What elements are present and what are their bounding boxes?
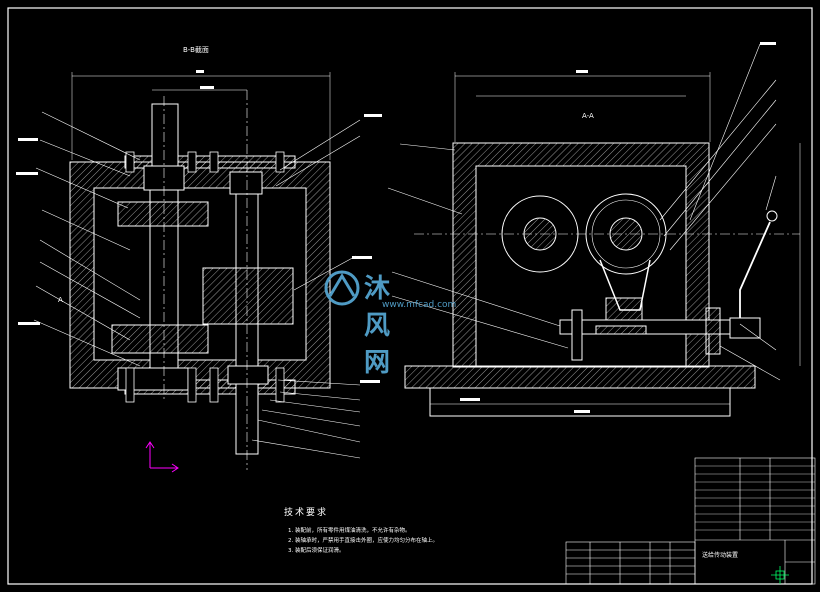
handle-knob [766, 210, 778, 222]
input-shaft-top [151, 103, 179, 167]
left-section-view [69, 70, 331, 470]
gear-right [202, 267, 294, 325]
title-block-rows [695, 465, 815, 531]
drawing-border [7, 7, 813, 585]
watermark-url: www.mfcad.com [382, 300, 457, 310]
gear-upper-left [117, 201, 209, 227]
handle-lever [739, 221, 771, 318]
watermark-text: 沐风网 [364, 274, 393, 378]
tech-requirement-3: 3. 装配后须保证润滑。 [288, 548, 345, 554]
gear-lower-left [111, 324, 209, 354]
section-mark-a: A [58, 296, 63, 304]
tech-requirement-2: 2. 装轴承时，严禁用手直接击外圈，应使力均匀分布在轴上。 [288, 538, 438, 544]
shift-fork [605, 297, 643, 323]
bearing-cap-right [229, 171, 263, 195]
right-section-view [404, 70, 801, 417]
tech-requirements-heading: 技术要求 [284, 508, 329, 518]
crosshair-cursor [771, 566, 789, 584]
watermark-logo-icon [324, 270, 360, 306]
base-foot [429, 387, 731, 417]
left-view-title: B-B截面 [183, 46, 209, 54]
left-leaders [33, 111, 361, 459]
label-tags-left [16, 114, 382, 383]
tech-requirement-1: 1. 装配前，所有零件用煤油清洗，不允许有杂物。 [288, 528, 411, 534]
bearing-lower-right [227, 365, 269, 385]
base-plate [404, 365, 756, 389]
label-tags-right [760, 42, 776, 45]
ucs-axis-icon [145, 441, 179, 473]
title-block [694, 457, 816, 585]
right-view-title: A-A [582, 112, 594, 120]
title-block-name: 送给传动装置 [702, 552, 739, 559]
revision-table [565, 541, 696, 585]
right-leaders [387, 43, 781, 381]
